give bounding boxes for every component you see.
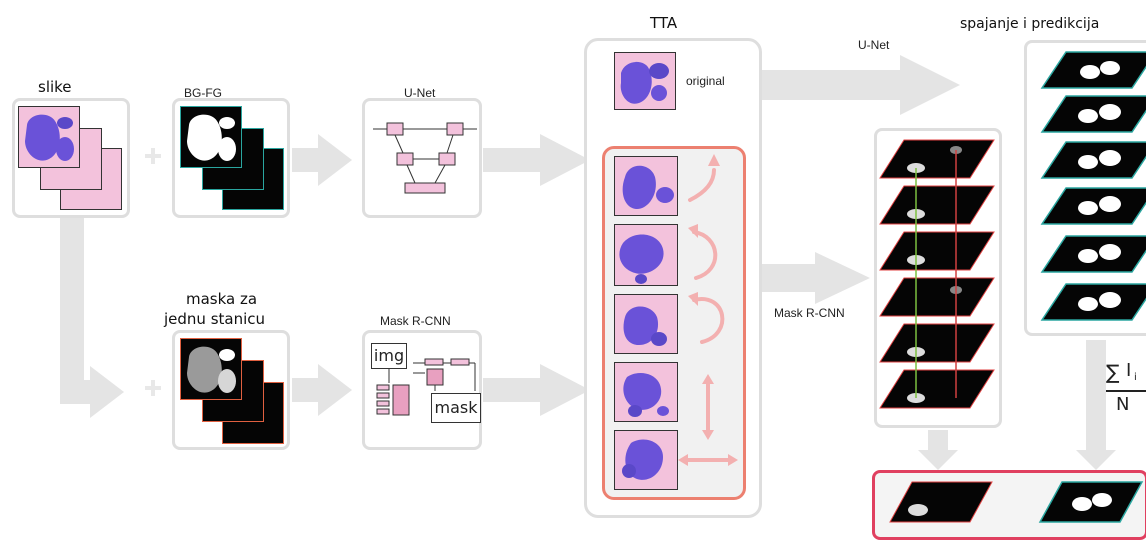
slike-image-1 — [18, 106, 80, 168]
box-unet — [362, 98, 482, 218]
label-maskrcnn-2: Mask R-CNN — [774, 306, 845, 320]
label-maska-line2: jednu stanicu — [164, 310, 266, 328]
mrcnn-mask-box: mask — [431, 393, 481, 423]
tta-aug-4 — [614, 362, 678, 422]
arrow-maska-mrcnn — [292, 364, 352, 416]
arrow-tta-mrcnn — [745, 252, 870, 304]
tta-aug-1 — [614, 156, 678, 216]
mrcnn-img-box: img — [371, 343, 407, 369]
tta-aug-5 — [614, 430, 678, 490]
arrow-tta-unet — [762, 55, 960, 115]
label-output-title: spajanje i predikcija — [960, 16, 1100, 32]
unet-output-stack — [1040, 51, 1146, 321]
mrcnn-output-stack — [879, 139, 995, 409]
arrow-vertical-slike — [60, 218, 84, 380]
result-images — [889, 481, 1144, 523]
cell-blob-icon — [25, 114, 74, 161]
augment-arrows — [678, 154, 738, 466]
tta-aug-2 — [614, 224, 678, 286]
label-maskrcnn-1: Mask R-CNN — [380, 314, 451, 328]
plus-signs — [145, 148, 161, 396]
maska-image-1 — [180, 338, 242, 400]
rotate-180-icon — [692, 230, 718, 280]
label-slike: slike — [38, 78, 72, 96]
label-unet-2: U-Net — [858, 38, 890, 52]
formula-sum: ∑ I i N — [1106, 358, 1146, 422]
unet-diagram-icon — [373, 122, 477, 194]
label-bgfg: BG-FG — [184, 86, 222, 100]
arrow-down-mrcnn — [928, 430, 948, 450]
formula-n: N — [1116, 394, 1130, 415]
arrow-bgfg-unet — [292, 134, 352, 186]
formula-sigma: ∑ — [1106, 360, 1120, 384]
formula-i: I — [1126, 360, 1132, 381]
arrow-mrcnn-tta — [483, 364, 590, 416]
label-unet-1: U-Net — [404, 86, 436, 100]
grid-icon — [392, 368, 444, 416]
tta-aug-3 — [614, 294, 678, 354]
mrcnn-mask-label: mask — [434, 398, 478, 417]
formula-bar — [1106, 390, 1146, 392]
label-tta: TTA — [650, 14, 678, 32]
mrcnn-diagram-icon — [376, 358, 476, 416]
rotate-270-icon — [692, 297, 725, 344]
mrcnn-img-label: img — [373, 346, 405, 365]
bgfg-mask-1 — [180, 106, 242, 168]
label-maska-line1: maska za — [186, 290, 258, 308]
box-maskrcnn: img mask — [362, 330, 482, 450]
formula-sub: i — [1134, 372, 1137, 383]
tta-original-image — [614, 52, 676, 110]
rotate-90-icon — [688, 168, 716, 202]
arrow-unet-tta — [483, 134, 590, 186]
arrow-down-unet — [1086, 340, 1106, 450]
arrow-to-maska — [60, 366, 124, 418]
label-original: original — [686, 74, 725, 88]
